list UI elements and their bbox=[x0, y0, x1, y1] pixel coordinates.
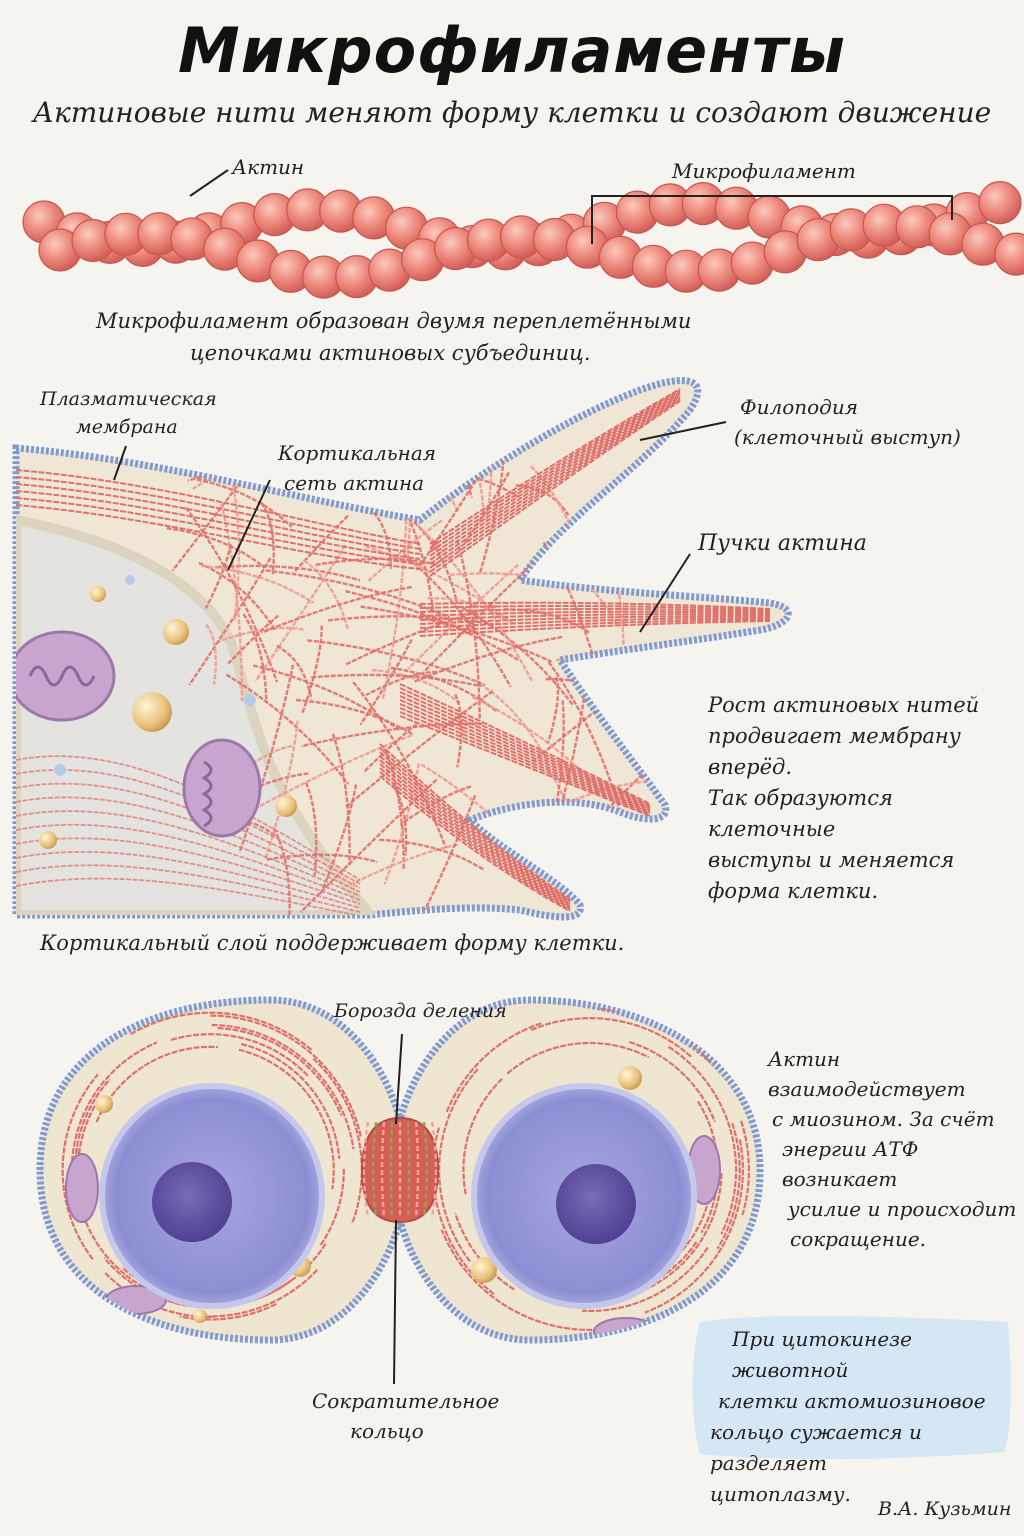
label-actin-bundles: Пучки актина bbox=[698, 531, 867, 556]
nucleus-right bbox=[471, 1083, 697, 1309]
contractile-ring bbox=[360, 1116, 440, 1224]
cytokinesis-text-line: клетки актомиозиновое bbox=[718, 1389, 986, 1413]
mitochondrion bbox=[65, 1153, 99, 1223]
actin-filament-strand-bottom bbox=[38, 203, 1024, 299]
growth-text-line: форма клетки. bbox=[708, 879, 879, 903]
mitochondrion bbox=[182, 738, 262, 838]
dividing-cell bbox=[36, 996, 764, 1344]
growth-text-line: Так образуются клеточные bbox=[708, 786, 893, 841]
vesicle bbox=[163, 619, 189, 645]
note-highlight bbox=[692, 1315, 1011, 1460]
furrow-leader-line bbox=[395, 1033, 403, 1125]
label-furrow: Борозда деления bbox=[334, 1000, 507, 1022]
membrane-leader-line bbox=[113, 445, 127, 481]
label-filopodia-line2: (клеточный выступ) bbox=[734, 425, 961, 449]
label-cortical-line1: Кортикальная bbox=[278, 441, 436, 465]
actin-bead bbox=[994, 232, 1024, 276]
vesicle bbox=[125, 575, 135, 585]
vesicle bbox=[193, 1309, 207, 1323]
filopodia-leader-line bbox=[639, 421, 727, 441]
cytokinesis-text-line: При цитокинезе животной bbox=[732, 1327, 912, 1382]
label-filopodia-line1: Филоподия bbox=[740, 395, 858, 419]
label-ring-line1: Сократительное bbox=[312, 1389, 500, 1413]
vesicle bbox=[95, 1095, 113, 1113]
myosin-text-line: с миозином. За счёт bbox=[772, 1107, 995, 1131]
microfilament-bracket bbox=[591, 195, 953, 244]
nucleus-left bbox=[99, 1083, 325, 1309]
growth-text-line: Рост актиновых нитей bbox=[708, 693, 980, 717]
label-ring-line2: кольцо bbox=[350, 1419, 424, 1443]
vesicle bbox=[244, 694, 256, 706]
cytokinesis-text-line: цитоплазму. bbox=[710, 1482, 851, 1506]
cytokinesis-text-line: кольцо сужается и разделяет bbox=[710, 1420, 922, 1475]
actin-leader-line bbox=[189, 169, 229, 197]
vesicle bbox=[132, 692, 172, 732]
growth-text: Рост актиновых нитей продвигает мембрану… bbox=[708, 690, 1024, 907]
cortical-actin-network bbox=[16, 388, 771, 917]
vesicle bbox=[618, 1066, 642, 1090]
label-membrane-line1: Плазматическая bbox=[40, 388, 217, 410]
myosin-text: Актин взаимодействует с миозином. За счё… bbox=[768, 1044, 1024, 1254]
cortical-leader-line bbox=[227, 479, 271, 571]
label-membrane-line2: мембрана bbox=[76, 416, 178, 438]
myosin-text-line: Актин взаимодействует bbox=[768, 1047, 966, 1101]
vesicle bbox=[39, 831, 57, 849]
label-microfilament: Микрофиламент bbox=[672, 159, 856, 183]
label-cortical-line2: сеть актина bbox=[284, 471, 425, 495]
cortical-caption: Кортикальный слой поддерживает форму кле… bbox=[40, 931, 625, 955]
ring-leader-line bbox=[393, 1219, 397, 1385]
myosin-text-line: энергии АТФ возникает bbox=[782, 1137, 919, 1191]
label-actin: Актин bbox=[232, 155, 305, 179]
cell-with-filopodia bbox=[12, 376, 792, 921]
page-subtitle: Актиновые нити меняют форму клетки и соз… bbox=[32, 96, 992, 129]
vesicle bbox=[471, 1257, 497, 1283]
cytokinesis-text: При цитокинезе животной клетки актомиози… bbox=[710, 1324, 1024, 1510]
vesicle bbox=[275, 795, 297, 817]
vesicle bbox=[90, 586, 106, 602]
vesicle bbox=[54, 764, 66, 776]
growth-text-line: выступы и меняется bbox=[708, 848, 955, 872]
actin-bead bbox=[978, 181, 1022, 225]
filament-caption-line1: Микрофиламент образован двумя переплетён… bbox=[96, 309, 692, 333]
myosin-text-line: усилие и происходит bbox=[788, 1197, 1017, 1221]
signature: В.А. Кузьмин bbox=[878, 1498, 1012, 1520]
filament-caption-line2: цепочками актиновых субъединиц. bbox=[190, 341, 591, 365]
mitochondrion bbox=[16, 630, 116, 722]
growth-text-line: продвигает мембрану вперёд. bbox=[708, 724, 961, 779]
bundles-leader-line bbox=[639, 553, 691, 633]
page-title: Микрофиламенты bbox=[178, 14, 846, 87]
myosin-text-line: сокращение. bbox=[790, 1227, 927, 1251]
